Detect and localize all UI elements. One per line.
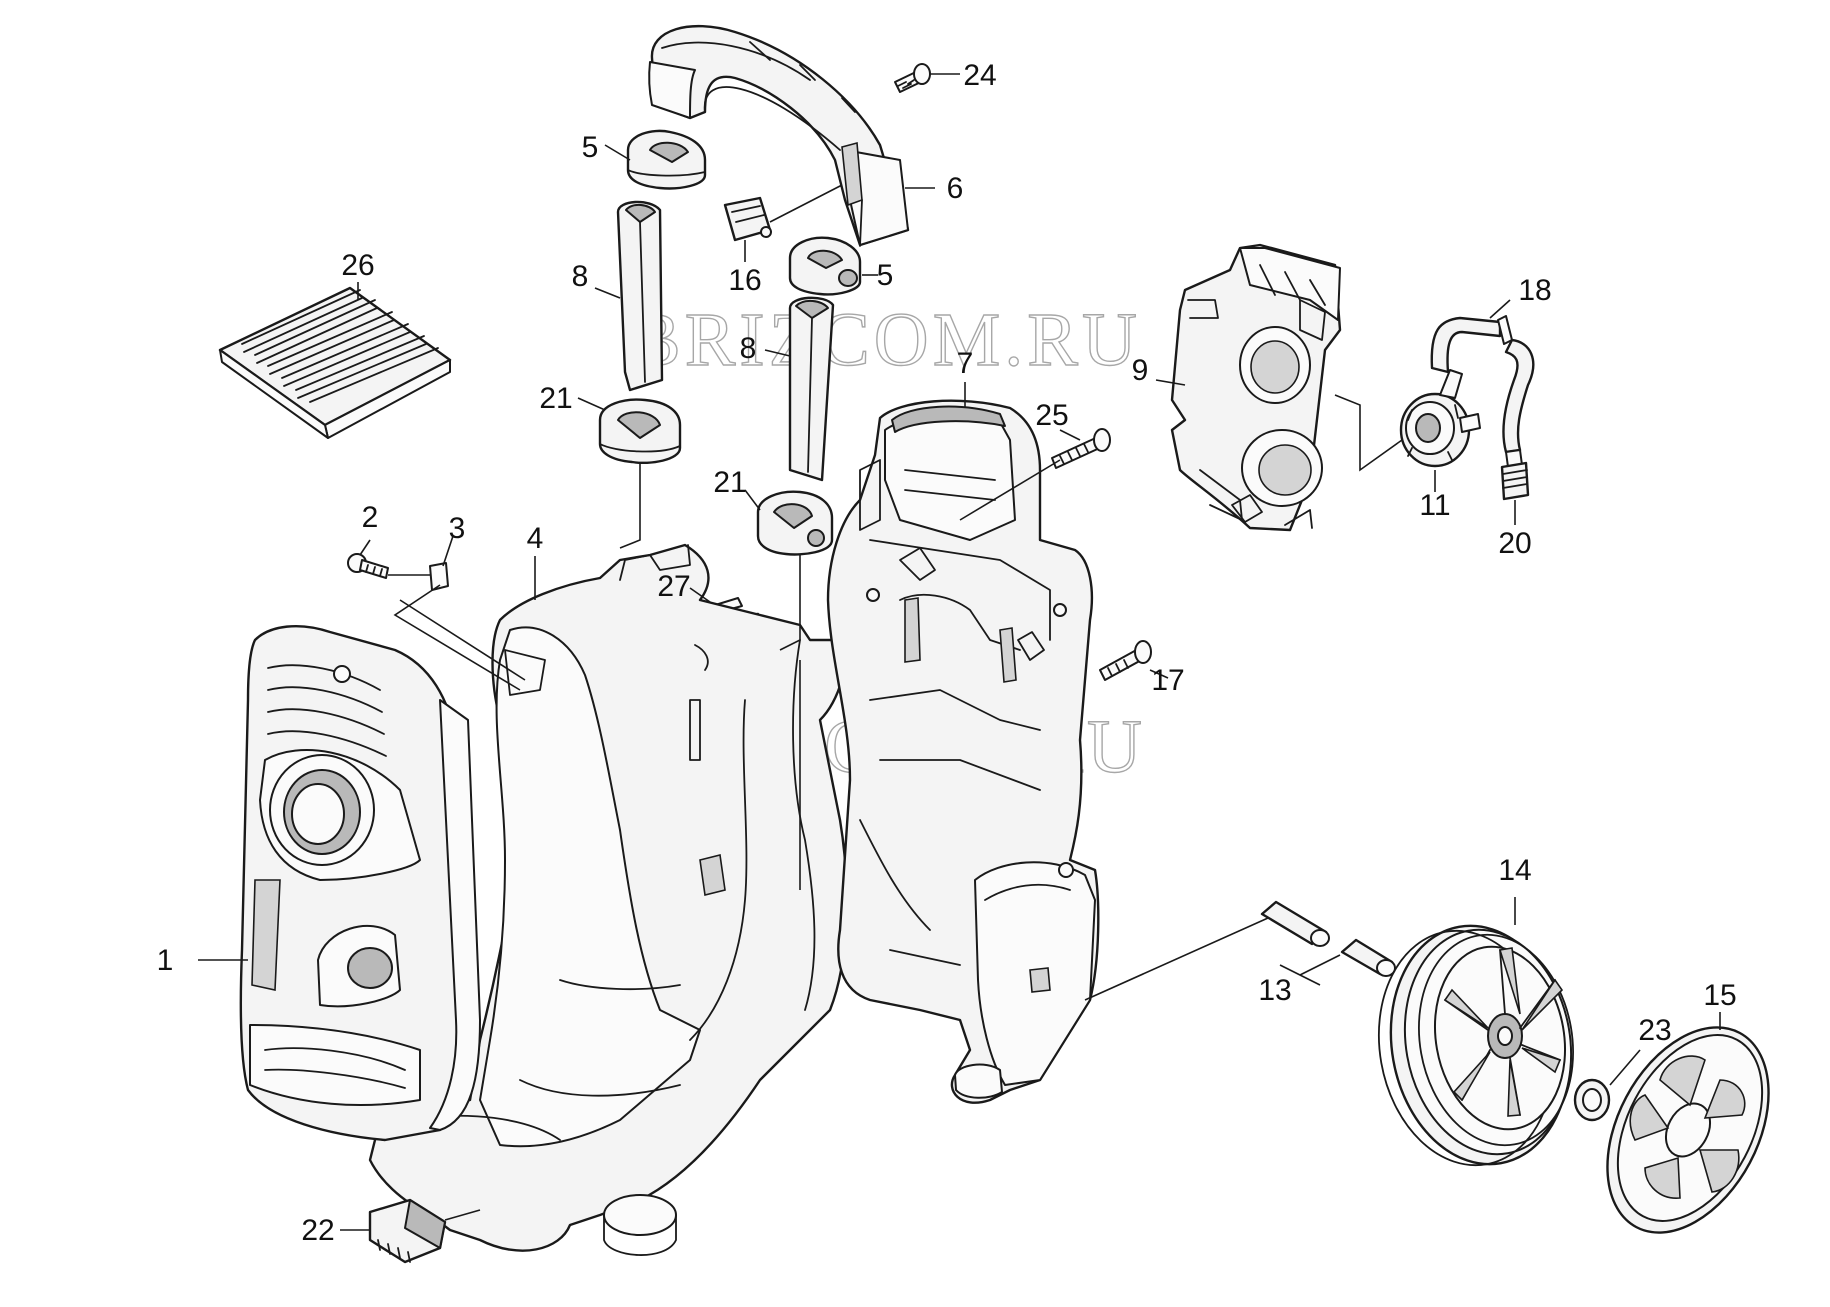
callout-1: 1: [157, 944, 174, 977]
part-carry-handle: [648, 24, 910, 247]
callout-5-right: 5: [877, 259, 894, 292]
callout-17: 17: [1151, 664, 1184, 697]
callout-23: 23: [1638, 1014, 1671, 1047]
callout-16: 16: [728, 264, 761, 297]
callout-3: 3: [449, 512, 466, 545]
callout-27: 27: [657, 570, 690, 603]
callout-8-left: 8: [572, 260, 589, 293]
callout-21-left: 21: [539, 382, 572, 415]
callout-labels: 1 2 3 4 5 5 6 7 8 8 9 11 13 14 15 16 17 …: [157, 59, 1737, 1247]
part-tube-collar-left: [598, 398, 682, 464]
callout-8-right: 8: [740, 332, 757, 365]
part-hose-reel-bracket-9: [1170, 243, 1342, 532]
part-tube-cap-upper-left: [626, 129, 707, 190]
part-retaining-ring-23: [1573, 1078, 1611, 1122]
callout-21-right: 21: [713, 466, 746, 499]
leader-lines: [198, 73, 1721, 1231]
part-screw-17: [1099, 640, 1152, 681]
part-clip-3: [429, 562, 449, 591]
callout-5-upper: 5: [582, 131, 599, 164]
callout-13: 13: [1258, 974, 1291, 1007]
callout-11: 11: [1419, 489, 1450, 522]
callout-15: 15: [1703, 979, 1736, 1012]
part-front-cover-1: [239, 624, 481, 1142]
callout-22: 22: [301, 1214, 334, 1247]
part-screw-24: [894, 63, 931, 93]
part-wheel-14: [1377, 924, 1574, 1167]
callout-2: 2: [362, 501, 379, 534]
part-hose-connector-11: [1399, 369, 1481, 468]
part-handle-tube-right: [788, 296, 835, 482]
callout-18: 18: [1518, 274, 1551, 307]
part-tube-collar-right: [756, 490, 834, 556]
callout-6: 6: [947, 172, 964, 205]
part-axles-13: [1260, 900, 1396, 977]
part-screw-2: [347, 553, 389, 579]
part-rear-housing-7: [826, 399, 1100, 1104]
callout-24: 24: [963, 59, 996, 92]
part-main-housing-4: [368, 543, 848, 1256]
callout-14: 14: [1498, 854, 1531, 887]
part-nipple-20: [1500, 449, 1530, 501]
callout-4: 4: [527, 522, 544, 555]
part-handle-tube-left: [616, 200, 664, 392]
callout-25: 25: [1035, 399, 1068, 432]
part-filter-22: [368, 1198, 447, 1264]
part-hubcap-15: [1606, 1026, 1770, 1234]
part-clip-16: [723, 196, 772, 242]
callout-20: 20: [1498, 527, 1531, 560]
callout-7: 7: [957, 347, 974, 380]
part-vent-grille-26: [218, 286, 452, 439]
callout-9: 9: [1132, 354, 1149, 387]
watermark-top: BRIZCOM.RU: [630, 298, 1141, 382]
part-tube-cap-right: [788, 236, 862, 296]
callout-26: 26: [341, 249, 374, 282]
part-screw-25: [1051, 428, 1111, 469]
